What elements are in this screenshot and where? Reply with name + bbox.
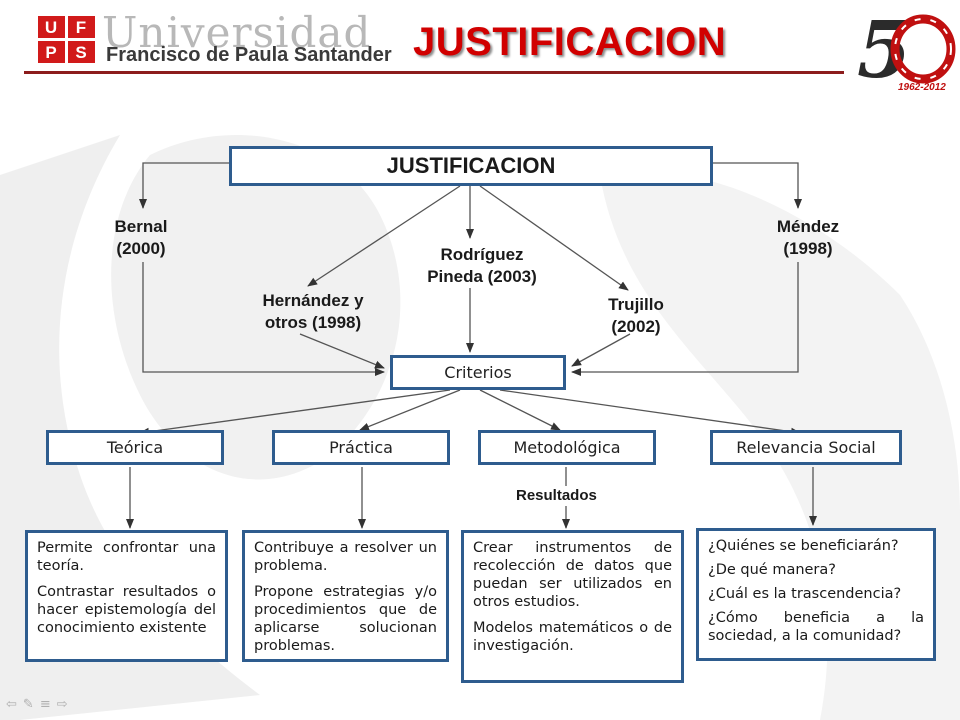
category-teorica: Teórica bbox=[46, 430, 224, 465]
svg-text:S: S bbox=[75, 43, 86, 62]
university-subtitle: Francisco de Paula Santander bbox=[106, 44, 392, 66]
svg-text:P: P bbox=[45, 43, 56, 62]
detail-text: ¿Cómo beneficia a la sociedad, a la comu… bbox=[708, 610, 924, 644]
anniversary-50-logo: 5 bbox=[857, 5, 956, 96]
prev-icon[interactable]: ⇦ bbox=[6, 697, 17, 712]
detail-text: Contribuye a resolver un problema. bbox=[254, 540, 437, 574]
author-bernal: Bernal (2000) bbox=[96, 216, 186, 260]
detail-text: Propone estrategias y/o procedimientos q… bbox=[254, 584, 437, 654]
author-year: Pineda (2003) bbox=[427, 267, 537, 286]
detail-practica: Contribuye a resolver un problema. Propo… bbox=[242, 530, 449, 662]
category-metodologica: Metodológica bbox=[478, 430, 656, 465]
author-name: Bernal bbox=[114, 217, 168, 236]
detail-text: ¿Cuál es la trascendencia? bbox=[708, 586, 902, 602]
author-hernandez: Hernández y otros (1998) bbox=[240, 290, 386, 334]
author-year: (2002) bbox=[611, 317, 661, 336]
svg-text:F: F bbox=[76, 18, 86, 37]
svg-text:U: U bbox=[45, 18, 57, 37]
detail-text: Contrastar resultados o hacer epistemolo… bbox=[37, 584, 216, 636]
detail-relevancia-social: ¿Quiénes se beneficiarán? ¿De qué manera… bbox=[696, 528, 936, 661]
author-name: Méndez bbox=[776, 217, 840, 236]
author-name: Hernández y bbox=[262, 291, 364, 310]
detail-teorica: Permite confrontar una teoría. Contrasta… bbox=[25, 530, 228, 662]
author-year: otros (1998) bbox=[264, 313, 362, 332]
pen-icon[interactable]: ✎ bbox=[22, 697, 34, 712]
criterios-box: Criterios bbox=[390, 355, 566, 390]
svg-text:5: 5 bbox=[857, 5, 911, 96]
resultados-label: Resultados bbox=[516, 487, 597, 504]
header-divider bbox=[24, 71, 844, 74]
author-mendez: Méndez (1998) bbox=[760, 216, 856, 260]
category-relevancia-social: Relevancia Social bbox=[710, 430, 902, 465]
author-trujillo: Trujillo (2002) bbox=[590, 294, 682, 338]
slide-header: U F P S Universidad Francisco de Paula S… bbox=[0, 0, 960, 100]
detail-text: Modelos matemáticos o de investigación. bbox=[473, 620, 672, 654]
main-justificacion-box: JUSTIFICACION bbox=[229, 146, 713, 186]
slide-nav-controls: ⇦ ✎ ≡ ⇨ bbox=[6, 697, 68, 712]
author-name: Trujillo bbox=[608, 295, 664, 314]
author-year: (2000) bbox=[116, 239, 166, 258]
university-name: Universidad bbox=[102, 8, 372, 57]
menu-icon[interactable]: ≡ bbox=[39, 697, 51, 712]
author-rodriguez: Rodríguez Pineda (2003) bbox=[402, 244, 562, 288]
detail-text: ¿Quiénes se beneficiarán? bbox=[708, 538, 899, 554]
detail-text: Permite confrontar una teoría. bbox=[37, 540, 216, 574]
detail-text: Crear instrumentos de recolección de dat… bbox=[473, 540, 672, 610]
anniversary-years: 1962-2012 bbox=[898, 82, 946, 93]
category-practica: Práctica bbox=[272, 430, 450, 465]
author-name: Rodríguez bbox=[440, 245, 524, 264]
next-icon[interactable]: ⇨ bbox=[56, 697, 68, 712]
author-year: (1998) bbox=[783, 239, 833, 258]
page-title: JUSTIFICACION bbox=[413, 20, 727, 64]
detail-text: ¿De qué manera? bbox=[708, 562, 836, 578]
detail-metodologica: Crear instrumentos de recolección de dat… bbox=[461, 530, 684, 683]
ufps-logo: U F P S bbox=[36, 14, 98, 66]
